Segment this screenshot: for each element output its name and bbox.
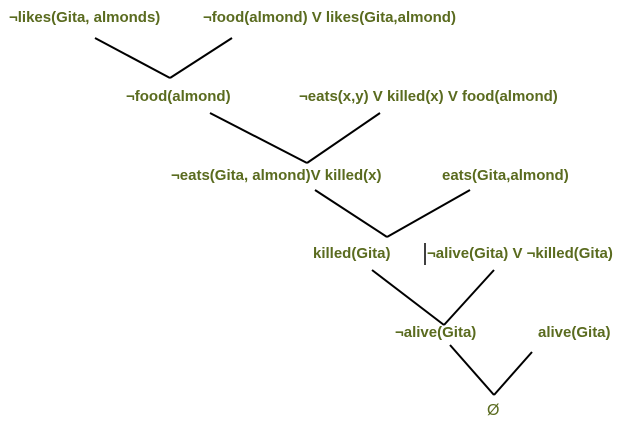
- edge-n8-n9: [443, 269, 495, 326]
- edge-n10-n11: [493, 351, 533, 396]
- clause-not-alive-or-not-killed: ¬alive(Gita) V ¬killed(Gita): [427, 245, 613, 262]
- edge-n6-n7: [386, 189, 471, 238]
- edge-n5-n7: [314, 189, 388, 238]
- edge-n7-n9: [371, 269, 445, 326]
- clause-killed-gita: killed(Gita): [313, 245, 391, 262]
- edge-n2-n3: [169, 37, 233, 79]
- edge-n1-n3: [94, 37, 171, 79]
- edge-n4-n5: [306, 112, 381, 164]
- clause-not-food-or-likes: ¬food(almond) V likes(Gita,almond): [203, 9, 456, 26]
- clause-alive-gita: alive(Gita): [538, 324, 611, 341]
- clause-not-food-almond: ¬food(almond): [126, 88, 231, 105]
- clause-not-likes-gita-almonds: ¬likes(Gita, almonds): [9, 9, 161, 26]
- clause-eats-gita-almond: eats(Gita,almond): [442, 167, 569, 184]
- clause-not-alive-gita: ¬alive(Gita): [395, 324, 477, 341]
- clause-not-eats-or-killed-or-food: ¬eats(x,y) V killed(x) V food(almond): [299, 88, 558, 105]
- empty-clause: Ø: [487, 402, 500, 419]
- edge-n3-n5: [209, 112, 308, 164]
- clause-not-eats-gita-or-killed: ¬eats(Gita, almond)V killed(x): [171, 167, 382, 184]
- edge-n9-n11: [449, 344, 495, 396]
